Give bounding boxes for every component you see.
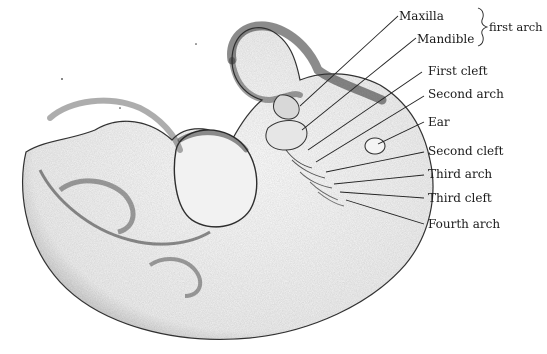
label-first-cleft: First cleft bbox=[428, 64, 488, 78]
ear-vesicle bbox=[365, 138, 385, 154]
label-third-arch: Third arch bbox=[428, 167, 492, 181]
label-ear: Ear bbox=[428, 115, 450, 129]
speck bbox=[61, 78, 63, 80]
label-second-cleft: Second cleft bbox=[428, 144, 504, 158]
label-maxilla: Maxilla bbox=[399, 9, 444, 23]
speck bbox=[119, 107, 121, 109]
speck bbox=[195, 43, 197, 45]
label-mandible: Mandible bbox=[417, 32, 474, 46]
heart-bulge bbox=[174, 130, 256, 227]
label-third-cleft: Third cleft bbox=[428, 191, 492, 205]
label-fourth-arch: Fourth arch bbox=[428, 217, 500, 231]
label-first-arch: first arch bbox=[489, 20, 543, 34]
label-second-arch: Second arch bbox=[428, 87, 504, 101]
